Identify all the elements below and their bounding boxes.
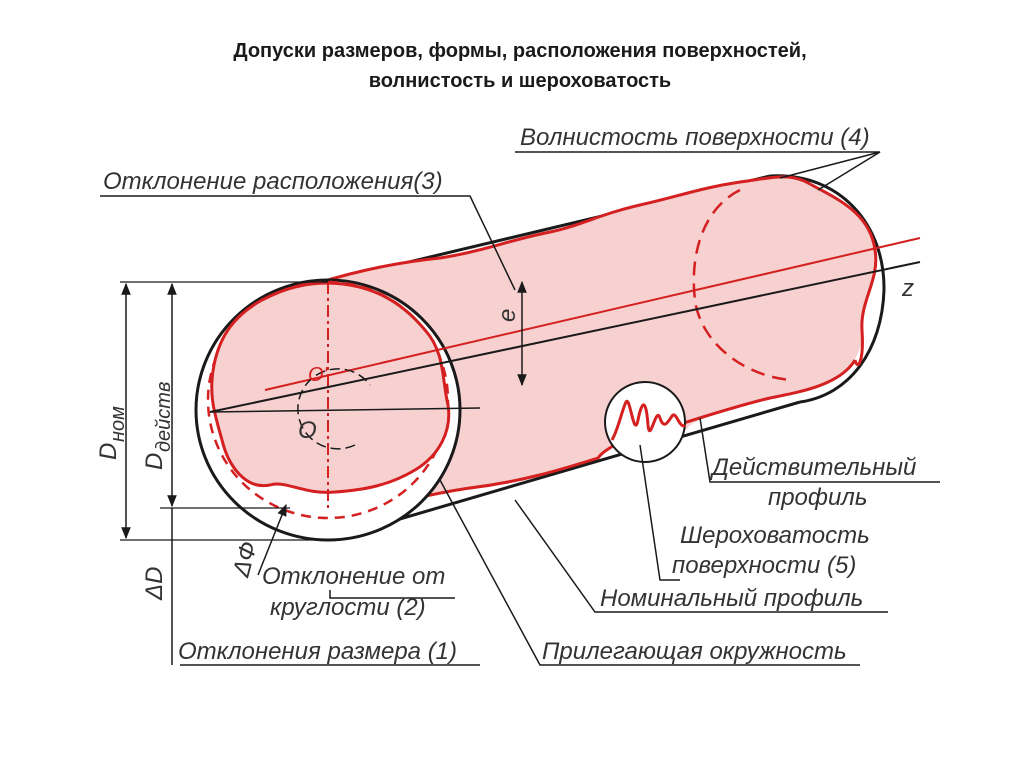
delta-phi-leader bbox=[257, 503, 287, 576]
center-rotation-arc bbox=[297, 368, 371, 450]
delta-d-symbol: ΔD bbox=[141, 567, 168, 601]
roughness-detail-circle bbox=[604, 381, 686, 463]
adjacent-circle-label: Прилегающая окружность bbox=[542, 638, 847, 665]
nominal-body-bottom-edge bbox=[327, 400, 801, 542]
roughness-label-2: поверхности (5) bbox=[672, 552, 856, 579]
svg-text:D: D bbox=[95, 443, 122, 460]
actual-section bbox=[210, 281, 451, 494]
roughness-label-1: Шероховатость bbox=[680, 522, 870, 549]
nominal-profile-leader bbox=[514, 499, 888, 613]
dact-symbol: D действ bbox=[141, 382, 175, 470]
roughness-profile-detail bbox=[610, 399, 687, 441]
waviness-leader bbox=[515, 151, 881, 179]
roundness-label-2: круглости (2) bbox=[270, 594, 426, 621]
actual-profile-label-2: профиль bbox=[768, 484, 867, 511]
svg-text:e: e bbox=[494, 309, 521, 322]
roundness-label-1: Отклонение от bbox=[262, 563, 445, 590]
center-o-symbol: O bbox=[298, 417, 317, 444]
dnom-symbol: D ном bbox=[95, 406, 129, 460]
axes bbox=[209, 237, 921, 510]
center-o-prime-symbol: O' bbox=[308, 364, 329, 386]
svg-text:D: D bbox=[141, 453, 168, 470]
title-line-1: Допуски размеров, формы, расположения по… bbox=[233, 40, 807, 62]
svg-text:действ: действ bbox=[153, 382, 175, 452]
actual-profile-label-1: Действительный bbox=[709, 454, 916, 481]
axis-z-symbol: z bbox=[901, 275, 914, 302]
nominal-profile-label: Номинальный профиль bbox=[600, 585, 863, 612]
e-symbol: e bbox=[494, 309, 521, 322]
svg-text:ΔD: ΔD bbox=[141, 567, 168, 601]
actual-profile-leader bbox=[699, 417, 940, 483]
size-deviation-label: Отклонения размера (1) bbox=[178, 638, 457, 665]
roundness-leader bbox=[329, 590, 455, 599]
actual-axis bbox=[264, 237, 921, 391]
leaders bbox=[100, 151, 940, 666]
svg-text:ном: ном bbox=[107, 406, 129, 442]
waviness-label: Волнистость поверхности (4) bbox=[520, 124, 870, 151]
position-deviation-label: Отклонение расположения(3) bbox=[103, 168, 443, 195]
nominal-axis-z bbox=[209, 261, 921, 413]
actual-profile-top bbox=[317, 175, 811, 285]
diagram-title: Допуски размеров, формы, расположения по… bbox=[0, 36, 1024, 96]
horizontal-centerline bbox=[209, 407, 481, 413]
dimensions bbox=[120, 280, 527, 666]
actual-far-end bbox=[809, 182, 878, 367]
adjacent-circle-leader bbox=[439, 479, 860, 666]
title-line-2: волнистость и шероховатость bbox=[368, 70, 672, 92]
position-leader bbox=[100, 195, 516, 291]
roughness-leader bbox=[639, 444, 680, 581]
